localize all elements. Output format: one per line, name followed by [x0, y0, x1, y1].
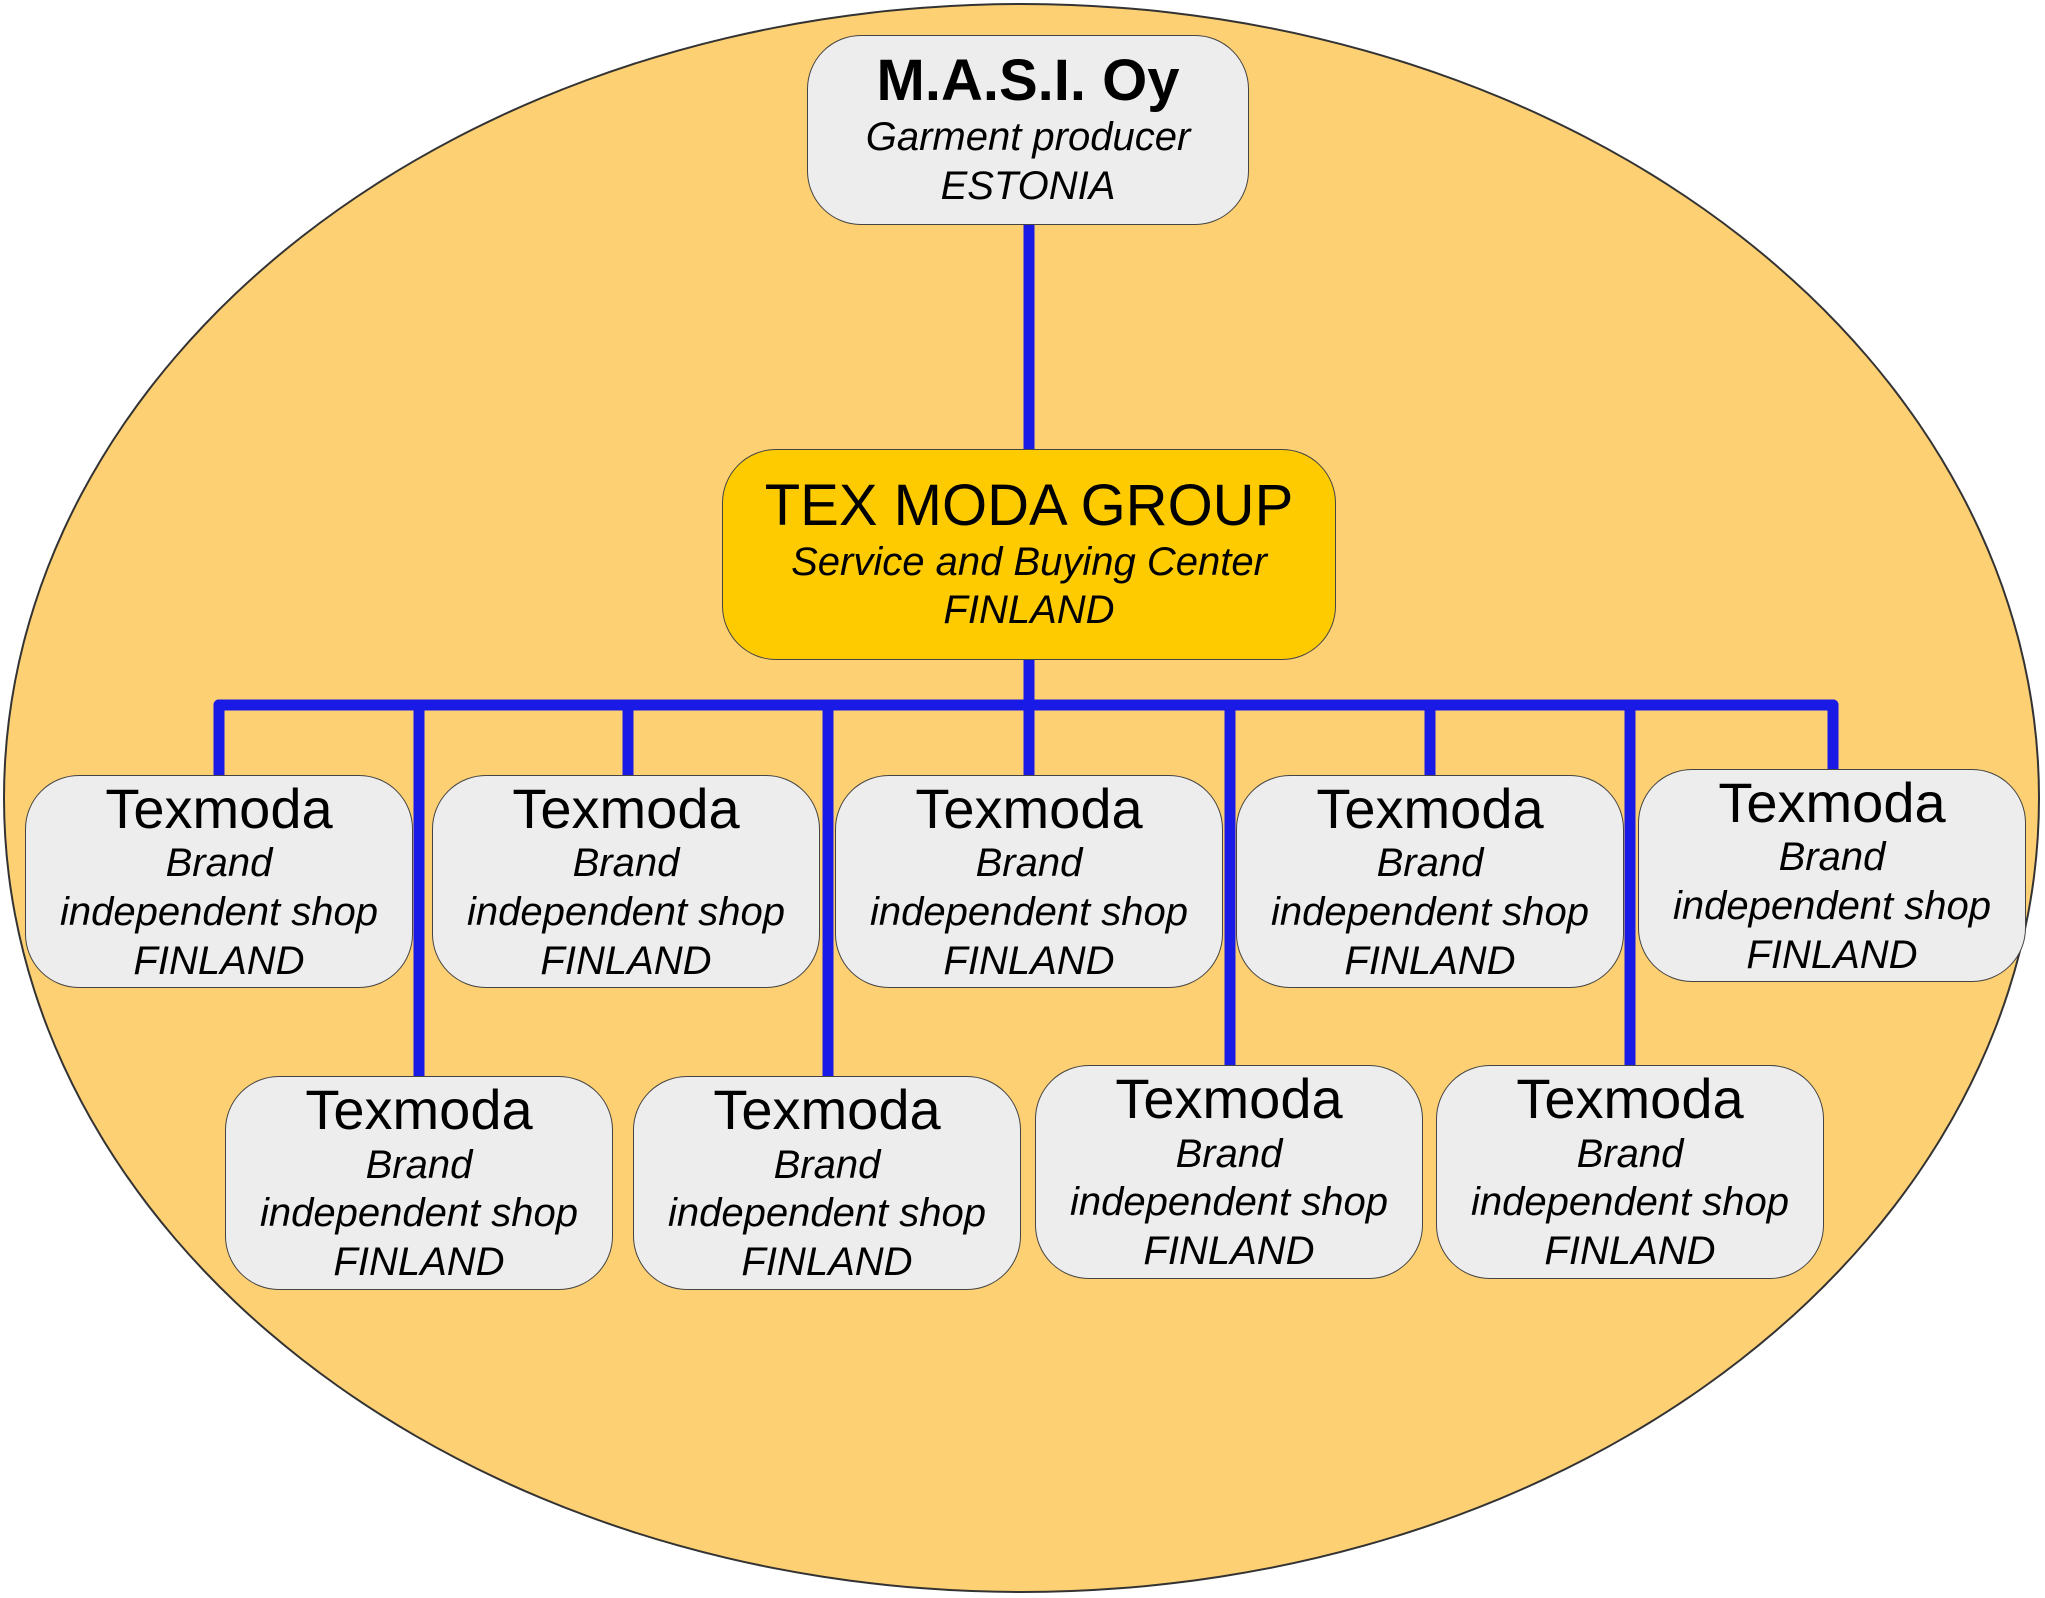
shop-role: Brand — [1576, 1131, 1684, 1176]
shop-node: Texmoda Brand independent shop FINLAND — [432, 775, 820, 988]
shop-type: independent shop — [1069, 1180, 1389, 1225]
shop-name: Texmoda — [713, 1078, 941, 1141]
producer-name: M.A.S.I. Oy — [876, 48, 1180, 114]
shop-role: Brand — [773, 1142, 881, 1187]
shop-type: independent shop — [667, 1191, 987, 1236]
shop-role: Brand — [572, 841, 680, 886]
shop-country: FINLAND — [1544, 1229, 1716, 1274]
shop-type: independent shop — [259, 1191, 579, 1236]
shop-name: Texmoda — [1316, 776, 1544, 840]
group-name: TEX MODA GROUP — [764, 472, 1294, 538]
shop-country: FINLAND — [1143, 1229, 1315, 1274]
shop-country: FINLAND — [1746, 932, 1918, 977]
shop-node: Texmoda Brand independent shop FINLAND — [1436, 1065, 1824, 1279]
shop-node: Texmoda Brand independent shop FINLAND — [835, 775, 1223, 988]
shop-node: Texmoda Brand independent shop FINLAND — [1638, 769, 2026, 982]
shop-role: Brand — [1778, 835, 1886, 880]
shop-country: FINLAND — [943, 938, 1115, 983]
group-role: Service and Buying Center — [791, 539, 1267, 584]
group-node: TEX MODA GROUP Service and Buying Center… — [722, 449, 1336, 660]
shop-name: Texmoda — [1516, 1067, 1744, 1130]
shop-name: Texmoda — [915, 776, 1143, 840]
shop-name: Texmoda — [512, 776, 740, 840]
producer-role: Garment producer — [865, 115, 1191, 160]
shop-country: FINLAND — [1344, 938, 1516, 983]
shop-type: independent shop — [869, 889, 1189, 934]
group-country: FINLAND — [943, 588, 1115, 633]
producer-node: M.A.S.I. Oy Garment producer ESTONIA — [807, 35, 1249, 225]
shop-name: Texmoda — [105, 776, 333, 840]
shop-node: Texmoda Brand independent shop FINLAND — [225, 1076, 613, 1290]
shop-role: Brand — [975, 841, 1083, 886]
shop-type: independent shop — [466, 889, 786, 934]
shop-country: FINLAND — [741, 1240, 913, 1285]
producer-country: ESTONIA — [940, 163, 1116, 208]
shop-name: Texmoda — [1718, 770, 1946, 834]
shop-type: independent shop — [1672, 883, 1992, 928]
shop-name: Texmoda — [1115, 1067, 1343, 1130]
shop-type: independent shop — [1470, 1180, 1790, 1225]
shop-country: FINLAND — [540, 938, 712, 983]
shop-node: Texmoda Brand independent shop FINLAND — [1236, 775, 1624, 988]
shop-type: independent shop — [1270, 889, 1590, 934]
shop-country: FINLAND — [333, 1240, 505, 1285]
shop-role: Brand — [165, 841, 273, 886]
shop-node: Texmoda Brand independent shop FINLAND — [1035, 1065, 1423, 1279]
shop-role: Brand — [1175, 1131, 1283, 1176]
shop-role: Brand — [365, 1142, 473, 1187]
shop-role: Brand — [1376, 841, 1484, 886]
shop-name: Texmoda — [305, 1078, 533, 1141]
shop-node: Texmoda Brand independent shop FINLAND — [633, 1076, 1021, 1290]
shop-type: independent shop — [59, 889, 379, 934]
shop-node: Texmoda Brand independent shop FINLAND — [25, 775, 413, 988]
shop-country: FINLAND — [133, 938, 305, 983]
